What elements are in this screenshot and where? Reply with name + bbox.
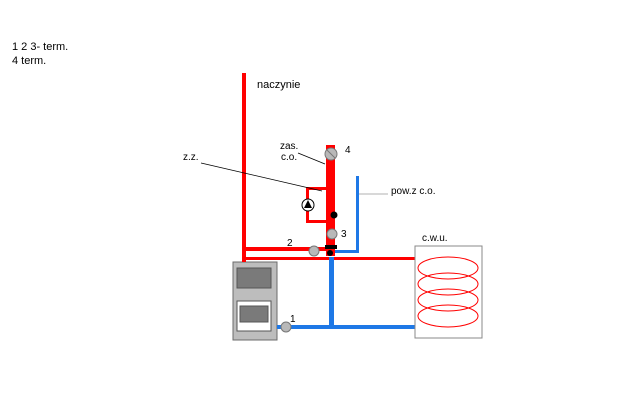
sensor-3: [326, 228, 338, 240]
cwu-tank: [414, 245, 483, 339]
boiler-door: [239, 305, 269, 323]
bypass-bottom: [306, 220, 328, 223]
zas-pointer: [297, 152, 326, 165]
label-3: 3: [341, 229, 347, 240]
label-zas-2: c.o.: [281, 152, 297, 163]
sensor-icon: [280, 147, 338, 333]
boiler: [232, 261, 278, 341]
boiler-upper-panel: [236, 267, 272, 289]
return-from-co: [356, 176, 359, 252]
label-zz: z.z.: [183, 152, 199, 163]
supply-riser: [326, 145, 335, 256]
note-line-2: 4 term.: [12, 55, 46, 67]
sensor-1: [280, 321, 292, 333]
label-2: 2: [287, 238, 293, 249]
valve-icon: [325, 245, 337, 249]
label-zas-1: zas.: [280, 141, 298, 152]
junction-dot-lower: [327, 250, 333, 256]
label-pow: pow.z c.o.: [391, 186, 435, 197]
label-cwu: c.w.u.: [422, 233, 448, 244]
zz-pointer: [200, 162, 323, 192]
label-1: 1: [290, 314, 296, 325]
label-naczynie: naczynie: [257, 79, 300, 91]
supply-pipe-boiler: [244, 247, 330, 251]
expansion-pipe: [242, 73, 246, 262]
pump-icon: [301, 198, 315, 212]
sensor-2: [308, 245, 320, 257]
tank-body: [414, 245, 483, 339]
return-from-co-horizontal: [333, 250, 359, 253]
coil-icon: [417, 256, 479, 328]
return-riser: [329, 257, 334, 327]
note-line-1: 1 2 3- term.: [12, 41, 68, 53]
label-4: 4: [345, 145, 351, 156]
pump-bypass: [301, 187, 328, 223]
return-pipe-main: [277, 325, 418, 329]
bypass-top: [306, 187, 328, 190]
junction-dot-upper: [330, 211, 338, 219]
